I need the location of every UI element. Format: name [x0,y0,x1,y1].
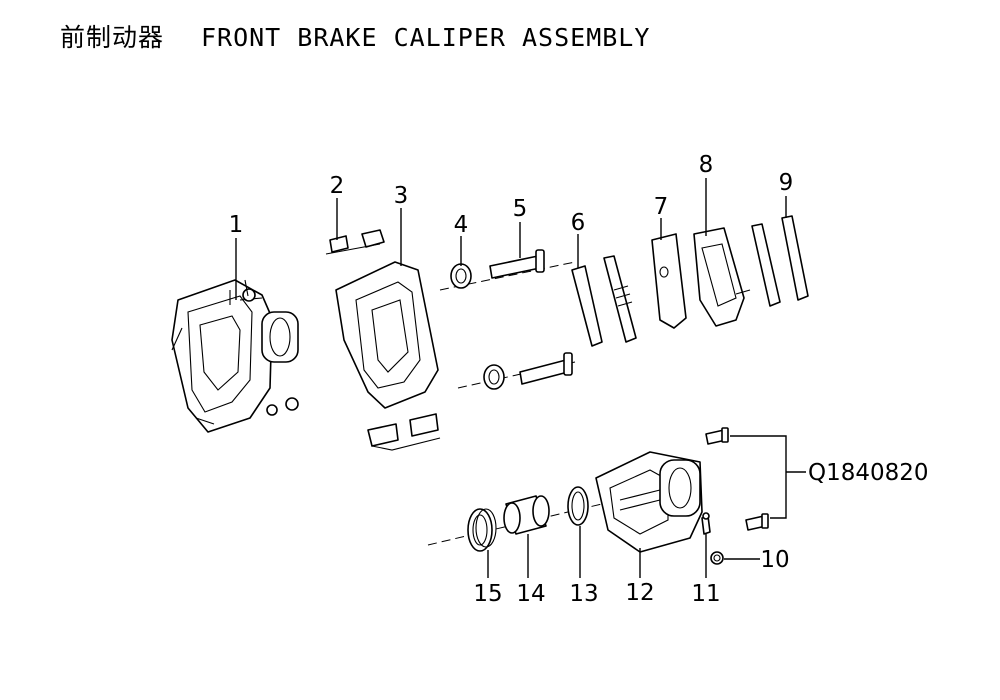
title-chinese: 前制动器 [60,23,165,52]
callout-12: 12 [625,580,654,606]
upper-clip-part [325,229,385,255]
callout-3: 3 [394,183,409,209]
title-english: FRONT BRAKE CALIPER ASSEMBLY [200,23,651,52]
inner-shim-part [651,233,687,329]
piston-seal-part [567,486,589,526]
guide-pin-part [489,249,573,385]
brake-pad-part [693,227,751,327]
callout-10: 10 [760,547,789,573]
caliper-bracket-part [335,261,439,409]
pad-shim-part [571,255,637,347]
callout-14: 14 [516,581,545,607]
callout-1: 1 [229,212,244,238]
callout-8: 8 [699,152,714,178]
callout-4: 4 [454,212,469,238]
guide-pin-boot-part [450,263,505,390]
callout-7: 7 [654,194,669,220]
callout-2: 2 [330,173,345,199]
diagram-title: 前制动器 FRONT BRAKE CALIPER ASSEMBLY [60,18,650,54]
lower-clip-part [367,413,441,451]
callout-15: 15 [473,581,502,607]
piston-boot-part [467,508,497,552]
callout-13: 13 [569,581,598,607]
caliper-bolt-part [705,427,769,531]
dust-cap-part [710,551,724,565]
leader-bracket-kit [730,435,806,519]
caliper-housing-part [595,451,703,553]
outer-shim-part [751,215,809,307]
piston-part [503,495,550,535]
caliper-assembly-part [171,279,299,433]
callout-6: 6 [571,210,586,236]
callout-9: 9 [779,170,794,196]
callout-kit-number: Q1840820 [808,460,929,486]
callout-5: 5 [513,196,528,222]
piston-axis-line [427,494,641,546]
bleeder-screw-part [701,512,711,535]
callout-11: 11 [691,581,720,607]
